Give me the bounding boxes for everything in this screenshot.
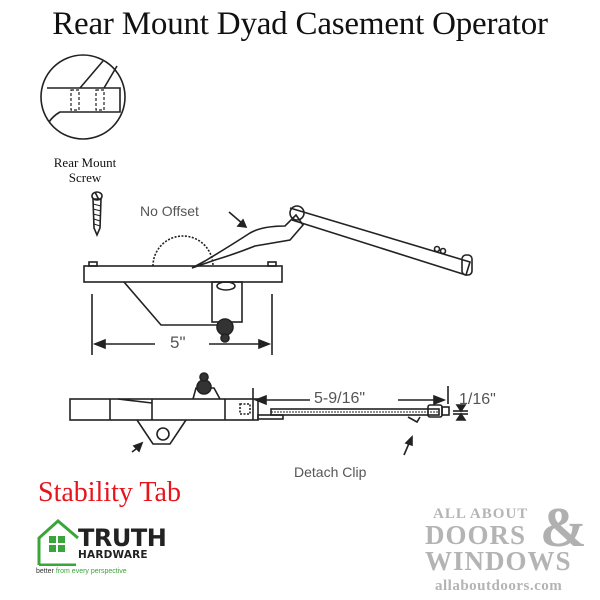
operator-top-view xyxy=(83,205,473,343)
aad-line2: DOORS xyxy=(425,520,527,550)
dimension-1-16in xyxy=(453,404,468,421)
aad-line3: WINDOWS xyxy=(425,546,572,576)
detach-clip-label: Detach Clip xyxy=(294,464,367,480)
stability-tab-label: Stability Tab xyxy=(38,477,181,508)
house-icon xyxy=(37,519,79,566)
width-5in-label: 5" xyxy=(170,333,186,352)
truth-hardware-logo: TRUTH HARDWARE better from every perspec… xyxy=(36,518,167,580)
dimension-5in xyxy=(91,294,273,355)
rear-mount-label-line1: Rear Mount xyxy=(53,155,117,170)
arm-length-label: 5-9/16" xyxy=(314,390,366,407)
screw-icon xyxy=(91,191,103,238)
dimension-5-9-16in xyxy=(252,386,449,420)
truth-wordmark: TRUTH xyxy=(78,524,167,552)
no-offset-label: No Offset xyxy=(140,203,199,219)
operator-side-view xyxy=(69,372,450,445)
rear-mount-detail-circle xyxy=(40,54,126,140)
aad-line1: ALL ABOUT xyxy=(433,506,529,522)
rear-mount-screw-label: Rear Mount Screw xyxy=(30,155,140,185)
ampersand-mark: & xyxy=(540,497,587,559)
hardware-wordmark: HARDWARE xyxy=(78,549,148,561)
tagline-dark: better xyxy=(36,568,56,575)
tagline-green: from every perspective xyxy=(55,568,127,575)
rear-mount-label-line2: Screw xyxy=(68,170,102,185)
aad-url: allaboutdoors.com xyxy=(435,578,563,594)
thickness-label: 1/16" xyxy=(459,391,496,408)
truth-tagline: better from every perspective xyxy=(36,568,127,575)
page-title: Rear Mount Dyad Casement Operator xyxy=(52,6,548,42)
